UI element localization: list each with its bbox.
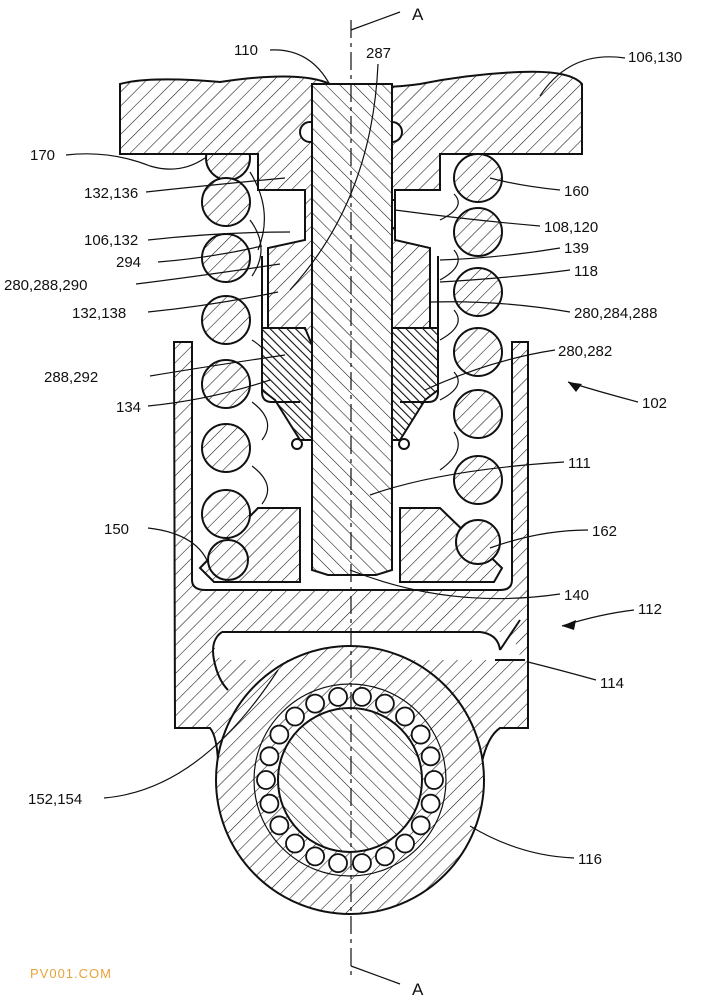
axis-label-bottom: A — [412, 980, 424, 999]
needle-roller — [420, 746, 441, 767]
spring-wire — [249, 219, 262, 277]
label-170: 170 — [30, 147, 55, 164]
label-294: 294 — [116, 254, 141, 271]
spring-coil — [201, 423, 251, 473]
leader-lines — [65, 49, 639, 859]
label-280-282: 280,282 — [558, 343, 612, 360]
spring-wire — [251, 401, 269, 441]
label-280-288-290: 280,288,290 — [4, 277, 87, 294]
needle-roller — [259, 793, 280, 814]
spring-coil — [453, 153, 503, 203]
needle-roller — [285, 833, 305, 854]
arrow-112 — [562, 620, 576, 630]
seal-shell-right — [400, 256, 439, 403]
needle-roller — [328, 686, 348, 707]
roller-follower — [215, 645, 485, 915]
needle-roller — [305, 846, 326, 867]
label-132-136: 132,136 — [84, 185, 138, 202]
label-116: 116 — [578, 851, 602, 868]
needle-roller — [259, 746, 280, 767]
valve-spring-coils — [201, 135, 503, 581]
needle-roller — [410, 724, 431, 745]
label-160: 160 — [564, 183, 589, 200]
label-152-154: 152,154 — [28, 791, 82, 808]
needle-roller — [420, 793, 441, 814]
label-140: 140 — [564, 587, 589, 604]
spring-coil — [455, 519, 501, 565]
needle-bearings — [256, 686, 444, 874]
spring-coil — [201, 489, 251, 539]
stem-seal-right — [391, 327, 439, 450]
spring-coil — [453, 267, 503, 317]
label-114: 114 — [600, 675, 624, 692]
arrow-102 — [568, 382, 582, 392]
label-162: 162 — [592, 523, 617, 540]
label-150: 150 — [104, 521, 129, 538]
label-110: 110 — [234, 42, 258, 59]
label-132-138: 132,138 — [72, 305, 126, 322]
watermark: PV001.COM — [30, 966, 112, 981]
label-111: 111 — [568, 455, 591, 472]
label-112: 112 — [638, 601, 662, 618]
label-108-120: 108,120 — [544, 219, 598, 236]
spring-coil — [453, 207, 503, 257]
needle-roller — [410, 815, 431, 836]
axis-a-a: A A — [350, 5, 424, 999]
label-288-292: 288,292 — [44, 369, 98, 386]
needle-roller — [328, 853, 348, 874]
label-102: 102 — [642, 395, 667, 412]
needle-roller — [352, 853, 372, 874]
spring-coil — [453, 455, 503, 505]
spring-wire — [439, 309, 459, 341]
needle-roller — [305, 693, 326, 714]
spring-coil — [201, 177, 251, 227]
needle-roller — [424, 770, 444, 790]
label-118: 118 — [574, 263, 598, 280]
valve-stem — [311, 83, 393, 576]
needle-roller — [374, 693, 395, 714]
needle-roller — [285, 706, 305, 727]
needle-roller — [269, 724, 290, 745]
spring-wire — [439, 371, 459, 401]
needle-roller — [269, 815, 290, 836]
stem-seal-left — [261, 327, 313, 450]
spring-wire — [439, 249, 459, 281]
spring-coil — [453, 389, 503, 439]
label-106-130: 106,130 — [628, 49, 682, 66]
axis-label-top: A — [412, 5, 424, 24]
label-134: 134 — [116, 399, 141, 416]
needle-roller — [352, 686, 372, 707]
label-280-284-288: 280,284,288 — [574, 305, 657, 322]
seal-shell-left — [261, 256, 300, 403]
needle-roller — [395, 833, 415, 854]
spring-wire — [251, 465, 269, 505]
needle-roller — [374, 846, 395, 867]
label-139: 139 — [564, 240, 589, 257]
needle-roller — [395, 706, 415, 727]
label-287: 287 — [366, 45, 391, 62]
needle-roller — [256, 770, 276, 790]
spring-wire — [439, 431, 459, 471]
reference-labels: 110 287 106,130 170 132,136 160 108,120 … — [4, 42, 682, 868]
spring-coil — [207, 539, 249, 581]
spring-coil — [201, 359, 251, 409]
spring-coil — [453, 327, 503, 377]
spring-wire — [439, 193, 459, 221]
spring-coil — [201, 295, 251, 345]
roller-axle — [277, 707, 423, 853]
label-106-132: 106,132 — [84, 232, 138, 249]
roller-inner-race — [253, 683, 447, 877]
